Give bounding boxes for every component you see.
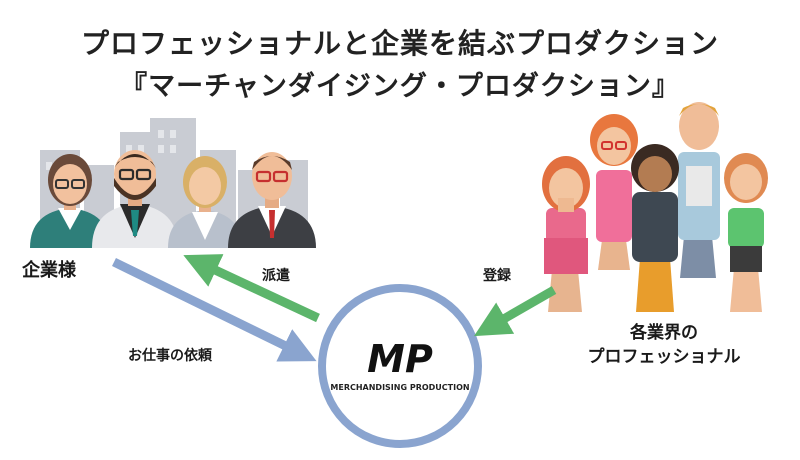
professional-woman-glasses	[590, 114, 638, 270]
logo-mark: MP	[367, 337, 433, 381]
professionals-label-line1: 各業界の	[629, 322, 698, 343]
professional-man-curly	[631, 144, 679, 312]
center-circle	[318, 284, 482, 448]
dispatch-label: 派遣	[262, 267, 290, 284]
arrow-request	[112, 257, 317, 362]
professional-woman-pink	[542, 156, 590, 312]
title-line-1: プロフェッショナルと企業を結ぶプロダクション	[80, 27, 719, 60]
arrow-register	[473, 286, 557, 337]
professional-man-tall	[678, 102, 720, 278]
arrow-dispatch	[183, 254, 320, 323]
title-line-2: 『マーチャンダイジング・プロダクション』	[120, 71, 680, 102]
professionals-label-line2: プロフェッショナル	[588, 346, 741, 367]
professional-woman-green	[724, 153, 768, 312]
mp-logo: MP MERCHANDISING PRODUCTION	[330, 337, 469, 392]
businesswoman-blonde	[168, 156, 242, 248]
businessman-red-tie	[228, 152, 316, 248]
business-people-illustration	[30, 118, 316, 248]
businesswoman-teal	[30, 154, 110, 248]
logo-caption: MERCHANDISING PRODUCTION	[330, 383, 469, 392]
register-label: 登録	[482, 267, 512, 284]
businessman-bearded	[92, 150, 178, 248]
professionals-illustration	[542, 102, 768, 312]
company-label: 企業様	[21, 259, 77, 281]
request-label: お仕事の依頼	[128, 347, 213, 364]
